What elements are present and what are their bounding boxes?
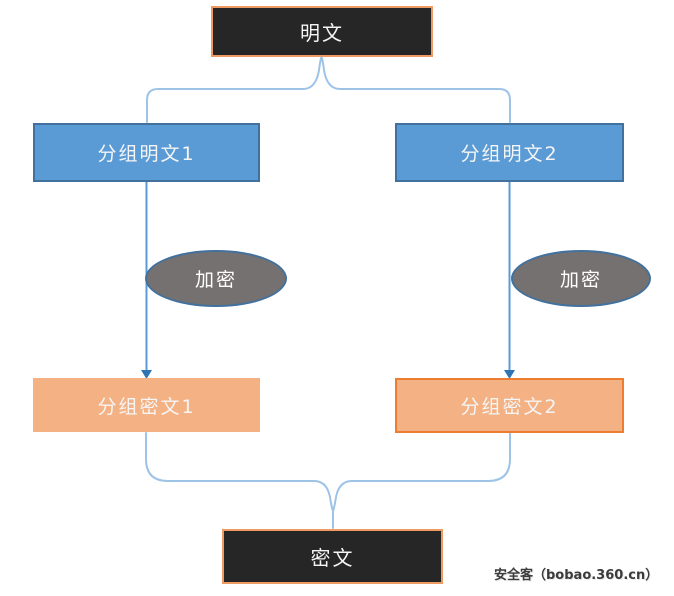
block-ciphertext-2-box: 分组密文2	[395, 378, 624, 433]
block-ciphertext-1-box: 分组密文1	[33, 378, 260, 432]
encrypt-ellipse-right: 加密	[511, 250, 651, 307]
encrypt-left-label: 加密	[194, 269, 237, 291]
down-arrow-right	[504, 182, 515, 379]
encrypt-ellipse-left: 加密	[145, 250, 287, 307]
ciphertext-box: 密文	[222, 529, 443, 584]
plaintext-box: 明文	[211, 6, 433, 57]
block-plaintext-1-label: 分组明文1	[97, 143, 196, 165]
block-ciphertext-1-label: 分组密文1	[97, 395, 196, 418]
arrowhead-right-icon	[504, 370, 515, 379]
ciphertext-label: 密文	[310, 546, 355, 570]
watermark: 安全客（bobao.360.cn）	[494, 568, 659, 583]
encrypt-right-label: 加密	[559, 269, 602, 291]
split-brace-connector	[146, 56, 511, 123]
block-ciphertext-2-label: 分组密文2	[460, 396, 559, 418]
block-plaintext-2-label: 分组明文2	[460, 143, 559, 165]
arrowhead-left-icon	[141, 370, 152, 379]
plaintext-label: 明文	[300, 21, 344, 45]
block-plaintext-1-box: 分组明文1	[33, 123, 260, 182]
block-plaintext-2-box: 分组明文2	[395, 123, 624, 182]
merge-brace-connector	[145, 432, 511, 512]
